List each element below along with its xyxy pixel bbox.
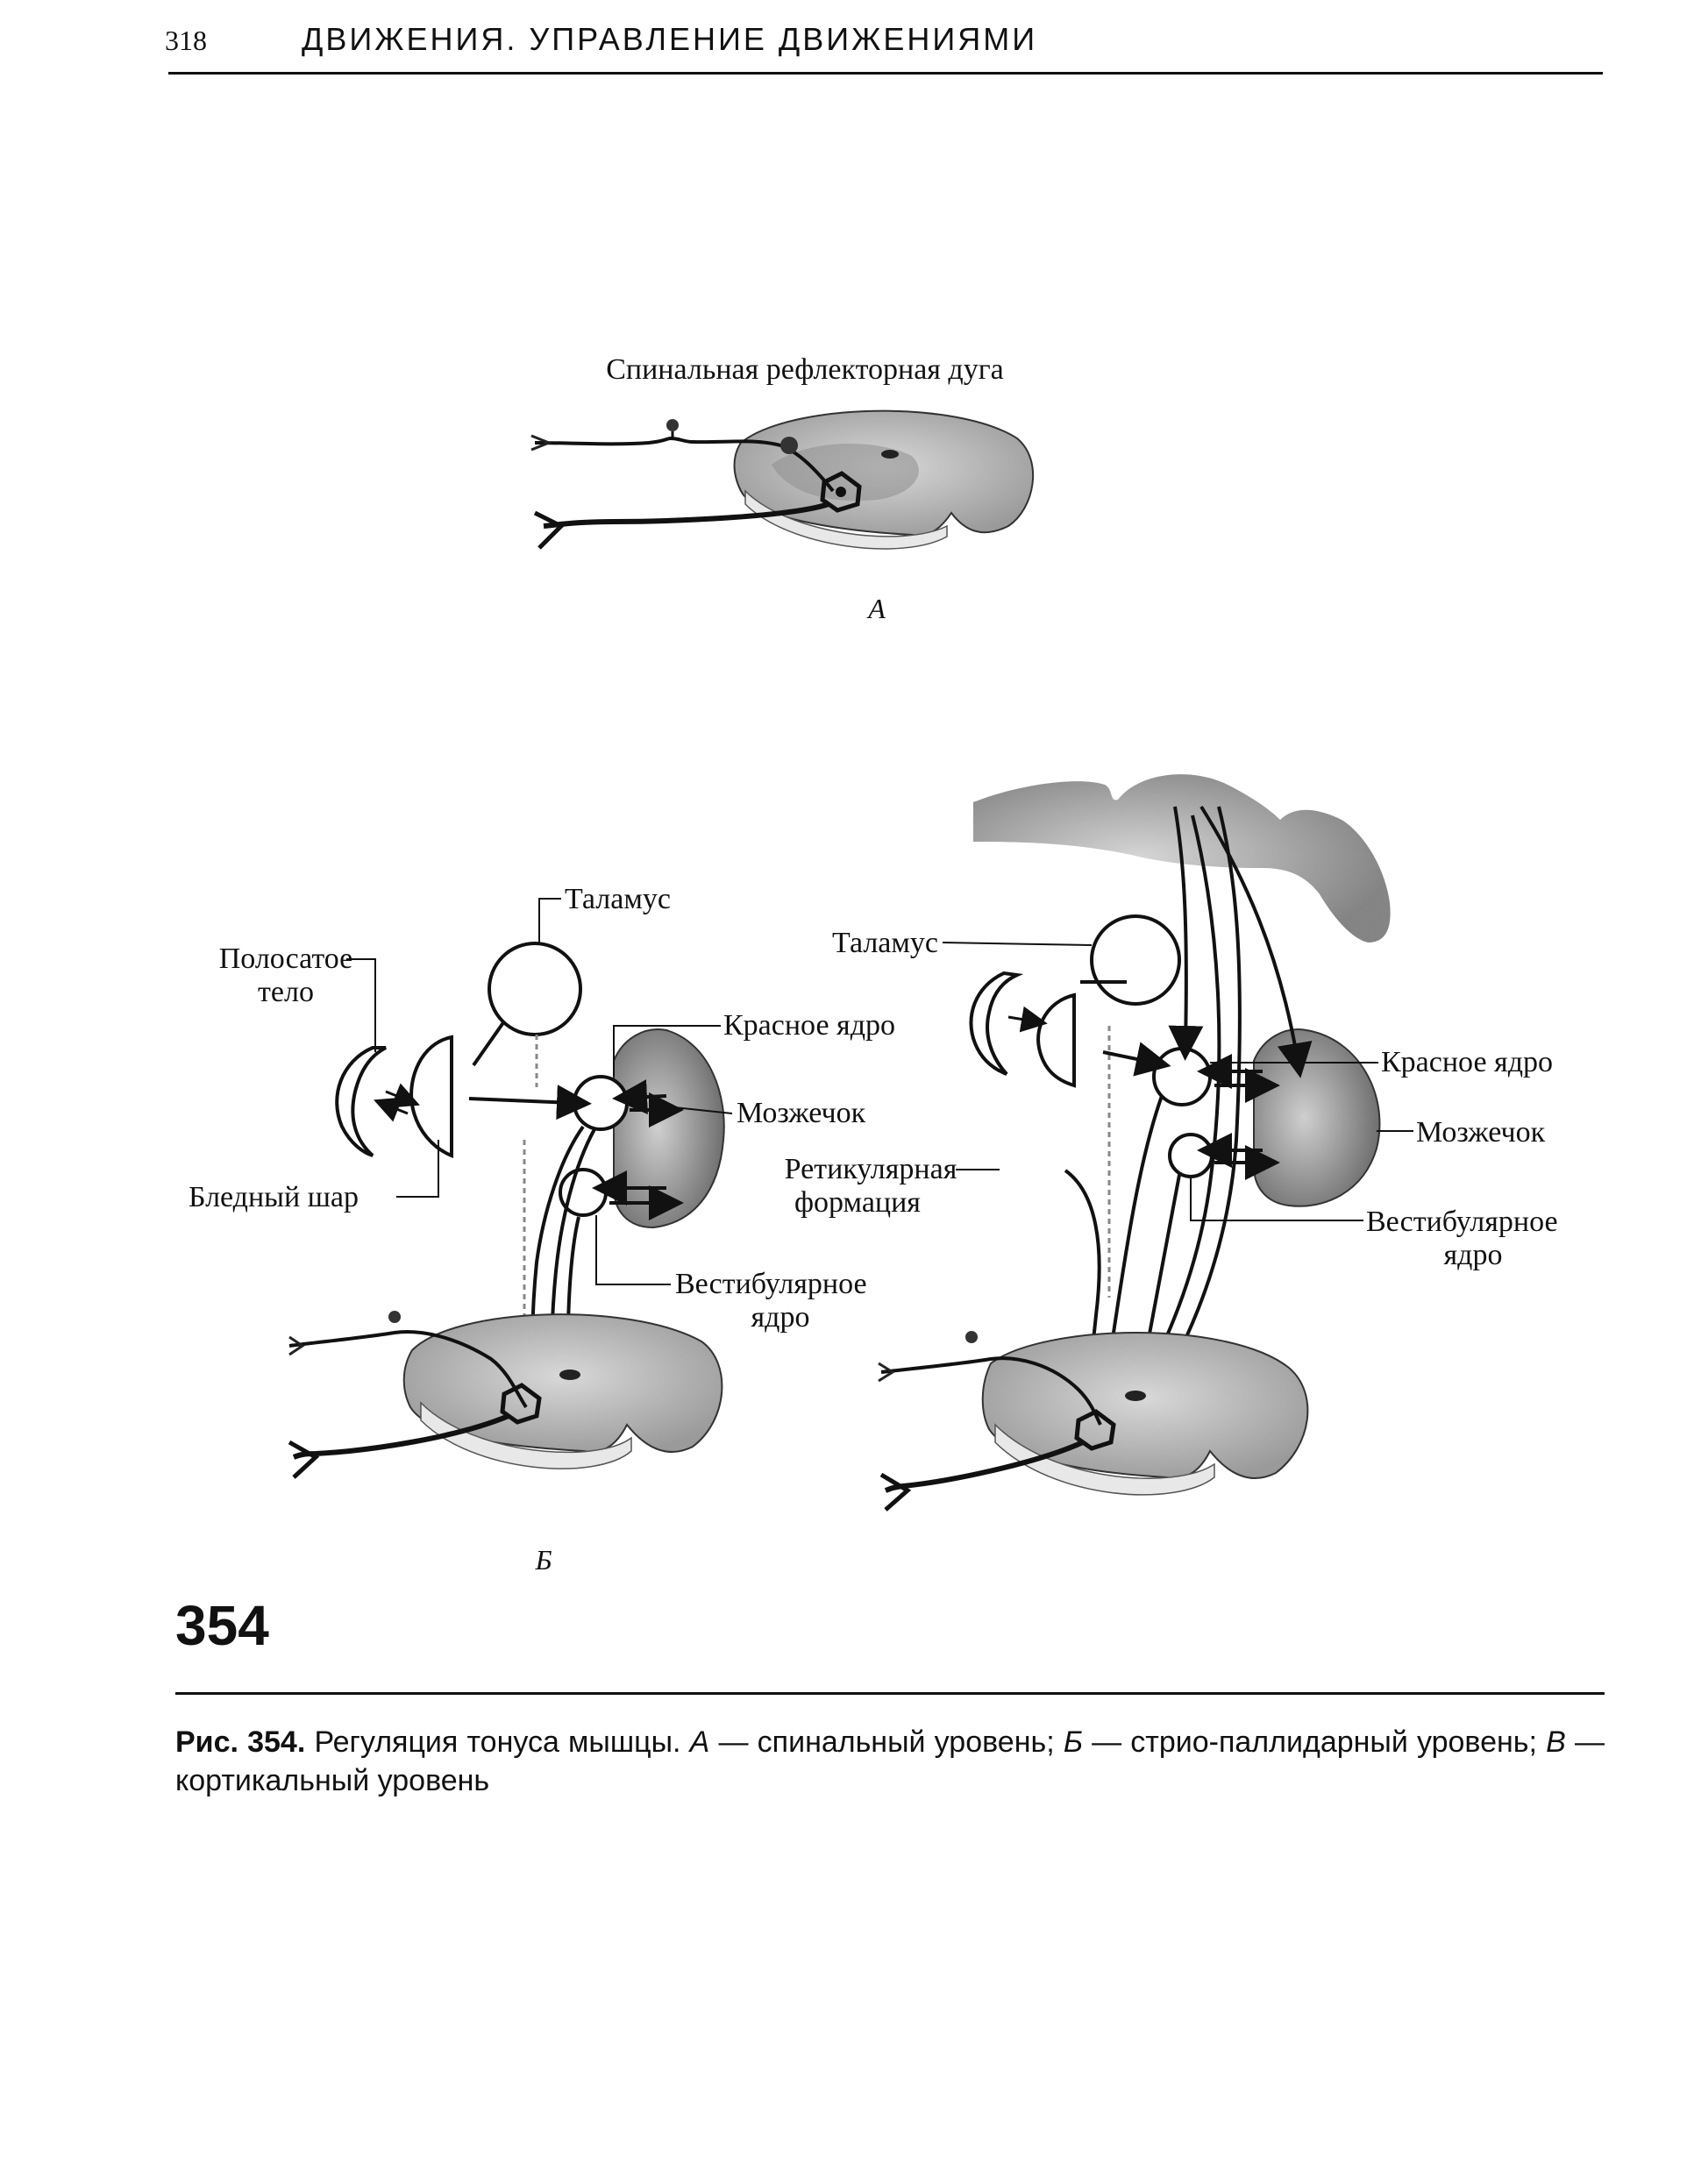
panel-v-label-vestibular-1: Вестибулярное	[1366, 1206, 1558, 1238]
panel-b-label-vestibular-2: ядро	[751, 1301, 810, 1334]
panel-a-efferent-fiber	[543, 502, 829, 529]
caption-letter-a: А	[689, 1725, 710, 1759]
panel-a-motor-neuron	[820, 471, 862, 513]
panel-b: Таламус Полосатое тело Красное ядро Мозж…	[189, 883, 895, 1576]
panel-b-label-thalamus: Таламус	[565, 883, 671, 915]
caption-letter-v: В	[1546, 1725, 1566, 1759]
label-reticular-2: формация	[794, 1186, 921, 1219]
panel-b-spinal-cord	[402, 1313, 723, 1469]
panel-v-striatum	[969, 971, 1024, 1076]
panel-v-label-thalamus: Таламус	[832, 927, 938, 959]
panel-a-spinal-cord	[733, 409, 1035, 550]
panel-b-label-cerebellum: Мозжечок	[737, 1097, 866, 1129]
panel-v-spinal-cord	[981, 1332, 1309, 1496]
caption-rule	[175, 1692, 1605, 1695]
caption-text-1: Регуляция тонуса мышцы.	[305, 1725, 690, 1759]
panel-v-globus-pallidus	[1036, 992, 1076, 1088]
panel-b-striatum	[335, 1046, 387, 1157]
caption-text-2: — спинальный уровень;	[709, 1725, 1064, 1759]
header-rule	[168, 72, 1603, 75]
panel-b-label-striatum-2: тело	[258, 976, 314, 1008]
panel-v-cerebellum	[1253, 1028, 1381, 1207]
running-head-title: ДВИЖЕНИЯ. УПРАВЛЕНИЕ ДВИЖЕНИЯМИ	[302, 21, 1038, 57]
caption-letter-b: Б	[1063, 1725, 1083, 1759]
panel-b-red-nucleus	[573, 1075, 629, 1131]
panel-b-label-globus-pallidus: Бледный шар	[189, 1181, 359, 1213]
panel-a-synapse	[780, 437, 798, 454]
caption-text-3: — стрио-паллидарный уровень;	[1082, 1725, 1547, 1759]
label-reticular-1: Ретикулярная	[785, 1153, 957, 1185]
caption-text-4: — кортикальный уровень	[175, 1725, 1605, 1797]
figure-354: Спинальная рефлекторная дуга А	[189, 353, 1558, 1576]
panel-v-label-vestibular-2: ядро	[1444, 1239, 1503, 1271]
panel-a: Спинальная рефлекторная дуга А	[530, 353, 1035, 624]
panel-v: Таламус Красное ядро Мозжечок Вестибуляр…	[832, 774, 1558, 1512]
panel-b-label-red-nucleus: Красное ядро	[723, 1009, 895, 1042]
panel-a-ganglion	[666, 419, 679, 431]
reticular-formation-label: Ретикулярная формация	[785, 1153, 1000, 1219]
panel-b-globus-pallidus	[409, 1035, 453, 1158]
page-number: 318	[165, 25, 207, 56]
panel-v-label-red-nucleus: Красное ядро	[1381, 1046, 1553, 1078]
panel-b-label-striatum-1: Полосатое	[219, 943, 353, 975]
figure-caption: Рис. 354. Регуляция тонуса мышцы. А — сп…	[175, 1723, 1605, 1800]
caption-prefix: Рис. 354.	[175, 1725, 306, 1759]
panel-b-cerebellum	[613, 1028, 725, 1229]
figure-number: 354	[175, 1594, 269, 1657]
panel-b-label-vestibular-1: Вестибулярное	[675, 1268, 867, 1300]
panel-v-label-cerebellum: Мозжечок	[1416, 1116, 1546, 1149]
panel-a-letter: А	[866, 593, 886, 624]
panel-b-letter: Б	[535, 1544, 552, 1576]
panel-a-title: Спинальная рефлекторная дуга	[606, 353, 1004, 386]
panel-b-thalamus	[488, 942, 582, 1036]
panel-v-vestibular-nucleus	[1168, 1133, 1214, 1178]
panel-v-thalamus	[1090, 914, 1181, 1006]
running-head: 318 ДВИЖЕНИЯ. УПРАВЛЕНИЕ ДВИЖЕНИЯМИ	[165, 21, 1603, 74]
